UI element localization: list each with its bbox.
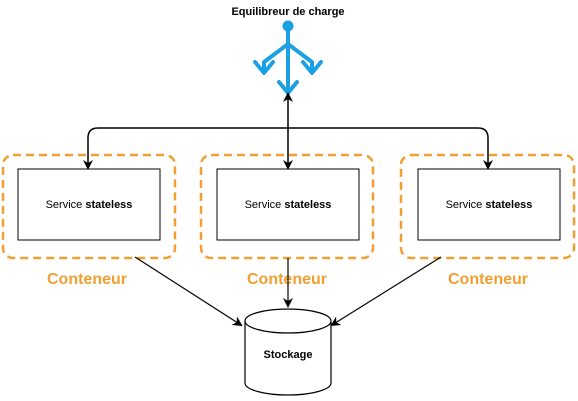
container-border	[1, 153, 177, 260]
load-balancer-connectors	[83, 92, 493, 170]
container-border	[199, 153, 375, 260]
storage-body	[244, 321, 332, 396]
container-group: Service stateless Conteneur	[1, 153, 177, 288]
service-label-prefix: Service	[245, 199, 285, 211]
service-box	[216, 168, 360, 241]
service-label-prefix: Service	[446, 199, 486, 211]
service-label-bold: stateless	[485, 199, 532, 211]
container-group: Service stateless Conteneur	[399, 153, 576, 288]
service-box	[17, 168, 161, 241]
service-box	[417, 168, 561, 241]
storage-connector-right	[330, 256, 442, 327]
storage-top	[244, 308, 332, 334]
container-border	[399, 153, 576, 260]
service-label: Service stateless	[245, 199, 332, 211]
service-label-prefix: Service	[46, 199, 86, 211]
database-cylinder-icon: Stockage	[244, 308, 332, 396]
container-label: Conteneur	[448, 271, 528, 288]
storage-label: Stockage	[264, 349, 313, 361]
lb-connector-left	[83, 127, 288, 170]
container-label: Conteneur	[247, 271, 327, 288]
service-label: Service stateless	[446, 199, 533, 211]
storage-connector-left	[134, 256, 243, 327]
service-label-bold: stateless	[284, 199, 331, 211]
container-label: Conteneur	[47, 271, 127, 288]
service-label: Service stateless	[46, 199, 133, 211]
storage-connectors	[134, 256, 442, 327]
container-group: Service stateless Conteneur	[199, 153, 375, 288]
service-label-bold: stateless	[85, 199, 132, 211]
load-balancer-icon	[253, 20, 323, 95]
load-balancer-title: Equilibreur de charge	[231, 6, 344, 18]
lb-connector-right	[288, 127, 493, 170]
